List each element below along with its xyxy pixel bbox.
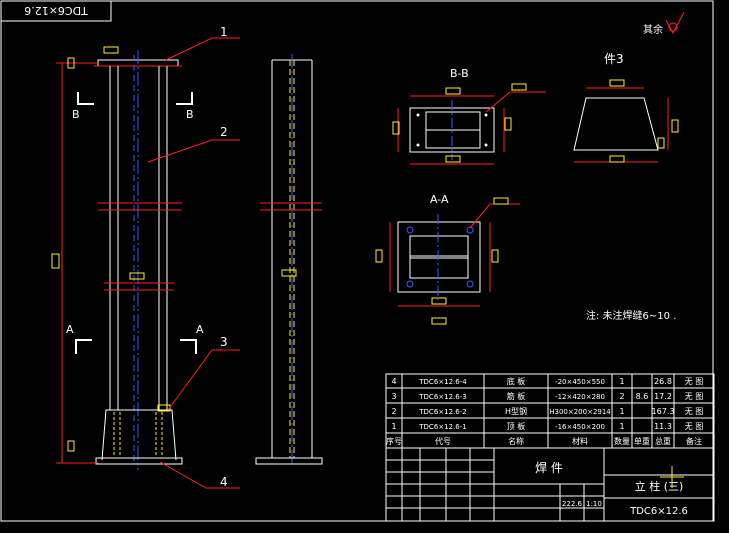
section-a-left [75,339,92,354]
bom-cell-no: 2 [391,407,396,416]
corner-title-tag: TDC6×12.6 [24,4,89,17]
bom-header-cell: 材料 [572,436,588,446]
bom-cell-spec: -16×450×200 [555,423,605,431]
dim-box [103,46,119,54]
detail-3-view: 件3 [573,52,679,163]
bom-cell-total: 167.3 [652,407,675,416]
bom-header-cell: 备注 [686,436,702,446]
bom-header-cell: 代号 [435,436,451,446]
break-lines [98,202,182,291]
bom-cell-qty: 2 [619,392,624,401]
section-b-right [176,92,193,105]
bom-header-cell: 序号 [386,436,402,446]
section-mark-b-left: B [72,108,80,121]
title-block [385,447,715,522]
drawing-number: TDC6×12.6 [629,506,688,517]
bom-cell-name: 筋 板 [507,391,526,401]
drawing-scale: 1:10 [586,500,602,508]
section-mark-a-right: A [196,323,204,336]
bom-cell-total: 17.2 [654,392,672,401]
section-mark-b-right: B [186,108,194,121]
section-a-right [180,339,197,354]
corner-tag-box [0,0,112,22]
side-base-plate [255,457,323,465]
bom-cell-note: 无 图 [685,377,704,386]
base-plate [95,457,183,465]
bom-cell-name: 顶 板 [507,421,526,431]
bom-cell-total: 26.8 [654,377,672,386]
roughness-note: 其余 [643,23,663,36]
callout-leaders [147,37,240,489]
bom-cell-spec: -12×420×280 [555,393,605,401]
outer-border [0,0,714,522]
section-b-left [77,92,94,105]
bom-cell-no: 1 [391,422,396,431]
bom-cell-name: H型钢 [505,406,527,416]
callout-4: 4 [220,475,228,489]
section-aa-title: A-A [430,193,449,206]
bom-header-cell: 单重 [634,436,650,446]
dim-box [129,272,145,280]
bom-cell-code: TDC6×12.6-4 [418,378,467,386]
callout-1: 1 [220,25,228,39]
total-weight: 222.6 [562,500,583,508]
bom-cell-note: 无 图 [685,392,704,401]
bom-cell-note: 无 图 [685,422,704,431]
bom-cell-spec: -20×450×550 [555,378,605,386]
title-block-marker-icon [660,466,684,488]
bom-header-cell: 数量 [614,436,630,446]
bom-cell-note: 无 图 [685,407,704,416]
bom-cell-qty: 1 [619,377,624,386]
bom-cell-code: TDC6×12.6-1 [418,423,466,431]
drawing-frame [0,0,714,522]
detail-3-title: 件3 [604,52,624,66]
bom-cell-qty: 1 [619,422,624,431]
stiffener-rib [101,409,177,461]
part-name: 立 柱 (三) [635,479,684,493]
bom-cell-unit: 8.6 [636,392,649,401]
bom-table [385,373,715,449]
rib-outline [573,97,659,151]
bom-cell-total: 11.3 [654,422,672,431]
weld-note: 注: 未注焊缝6~10 . [586,309,676,322]
side-view [255,54,323,466]
bom-cell-spec: H300×200×2914 [549,408,611,416]
bom-cell-code: TDC6×12.6-3 [418,393,466,401]
section-bb-view: B-B [392,67,546,165]
bom-header-cell: 总重 [655,436,671,446]
bom-cell-qty: 1 [619,407,624,416]
callout-3: 3 [220,335,228,349]
section-mark-a-left: A [66,323,74,336]
section-bb-title: B-B [450,67,469,80]
bom-header-cell: 名称 [508,436,524,446]
part-type: 焊 件 [535,460,563,475]
roughness-symbol-icon [665,11,685,35]
bom-cell-no: 4 [391,377,396,386]
bom-header: 序号 代号 名称 材料 数量单重总重 备注 [386,436,702,446]
bom-cell-no: 3 [391,392,396,401]
section-aa-view: A-A [375,193,520,325]
front-view: B B A A 1 2 3 4 [51,25,240,489]
bom-cell-code: TDC6×12.6-2 [418,408,466,416]
callout-2: 2 [220,125,228,139]
bom-cell-name: 底 板 [507,376,526,386]
